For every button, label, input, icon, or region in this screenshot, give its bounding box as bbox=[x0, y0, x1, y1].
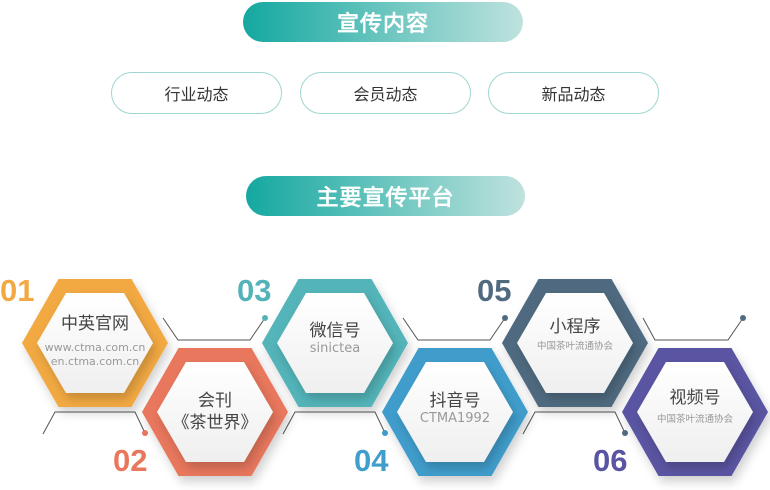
connector-dot bbox=[622, 430, 628, 436]
platform-number-01: 01 bbox=[0, 273, 35, 308]
connector-dot bbox=[740, 315, 746, 321]
platform-account: 中国茶叶流通协会 bbox=[536, 341, 613, 352]
platform-account: CTMA1992 bbox=[419, 411, 491, 426]
platform-number-03: 03 bbox=[237, 273, 272, 308]
platform-url-cn[interactable]: www.ctma.com.cn bbox=[44, 341, 146, 354]
platform-url-en[interactable]: en.ctma.com.cn bbox=[50, 355, 140, 368]
platform-website[interactable]: 中英官网 www.ctma.com.cn en.ctma.com.cn bbox=[35, 313, 155, 369]
platform-number-05: 05 bbox=[477, 273, 512, 308]
hexagon-inner bbox=[157, 362, 273, 462]
hexagon-inner bbox=[637, 362, 753, 462]
platform-title-journal-name: 《茶世界》 bbox=[172, 413, 258, 433]
hexagon-inner bbox=[397, 362, 513, 462]
platform-channels[interactable]: 视频号 中国茶叶流通协会 bbox=[635, 387, 755, 427]
platform-douyin[interactable]: 抖音号 CTMA1992 bbox=[395, 390, 515, 426]
platform-title: 会刊 bbox=[198, 391, 232, 411]
content-item-member-news[interactable]: 会员动态 bbox=[300, 72, 471, 114]
platform-title: 微信号 bbox=[309, 321, 361, 341]
connector-dot bbox=[142, 430, 148, 436]
platform-number-06: 06 bbox=[593, 443, 628, 478]
platform-title: 视频号 bbox=[669, 388, 721, 408]
platform-journal[interactable]: 会刊 《茶世界》 bbox=[155, 390, 275, 434]
platform-number-04: 04 bbox=[354, 443, 389, 478]
section-title-content: 宣传内容 bbox=[243, 2, 523, 42]
platform-mini-program[interactable]: 小程序 中国茶叶流通协会 bbox=[515, 316, 635, 354]
platform-wechat[interactable]: 微信号 sinictea bbox=[275, 320, 395, 356]
platform-title: 抖音号 bbox=[429, 391, 481, 411]
platform-number-02: 02 bbox=[113, 443, 148, 478]
hexagon-inner bbox=[517, 293, 633, 393]
hexagon-inner bbox=[277, 293, 393, 393]
hexagon-inner bbox=[37, 293, 153, 393]
connector-dot bbox=[502, 315, 508, 321]
platform-title: 中英官网 bbox=[61, 314, 129, 334]
platform-account: sinictea bbox=[309, 341, 361, 356]
section-title-platforms: 主要宣传平台 bbox=[246, 176, 525, 216]
content-item-new-product-news[interactable]: 新品动态 bbox=[488, 72, 659, 114]
connector-lines bbox=[42, 317, 744, 435]
connector-dot bbox=[262, 315, 268, 321]
connector-dot bbox=[382, 430, 388, 436]
platform-title: 小程序 bbox=[549, 317, 601, 337]
platform-account: 中国茶叶流通协会 bbox=[656, 414, 733, 425]
content-item-industry-news[interactable]: 行业动态 bbox=[111, 72, 282, 114]
